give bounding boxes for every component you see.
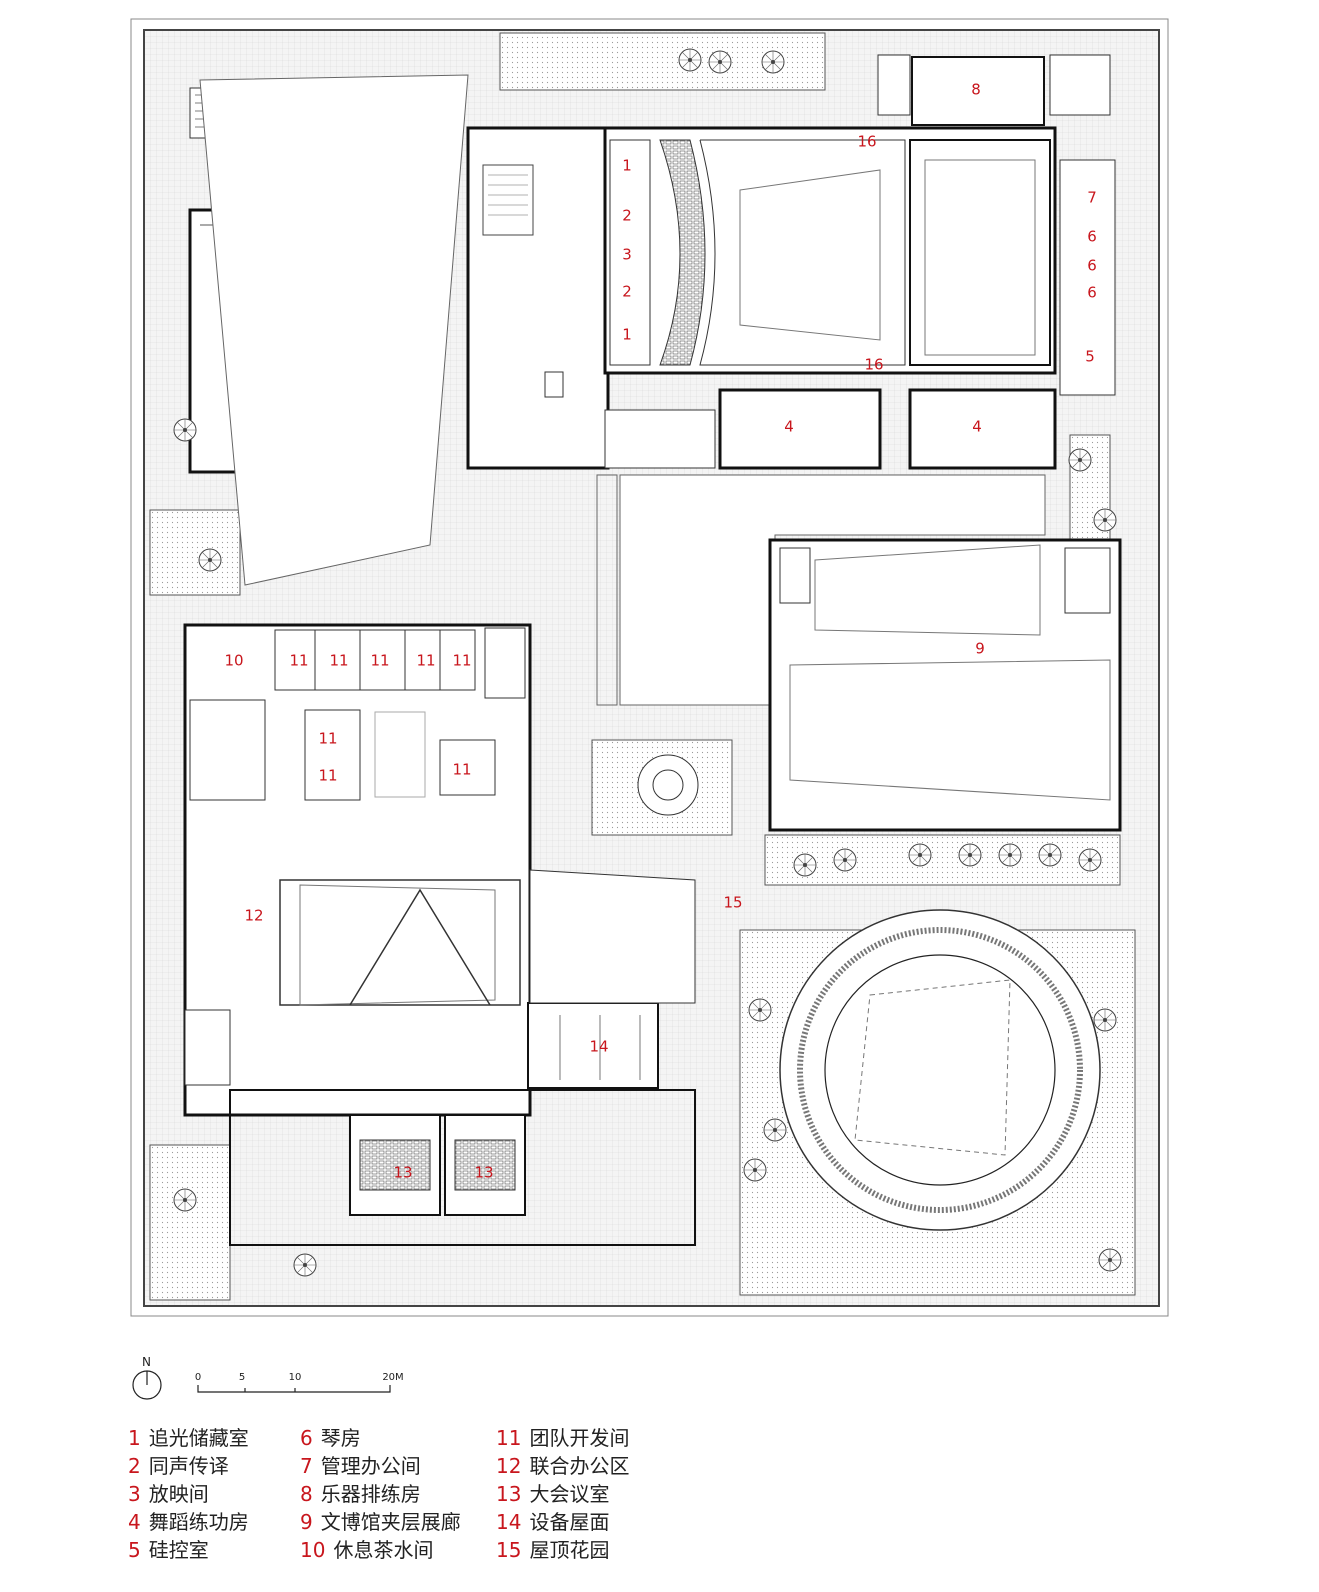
room-label-10: 10 (224, 651, 244, 670)
room-label-4: 4 (784, 417, 794, 436)
gallery-9 (768, 538, 1122, 832)
scale-tick-5: 5 (238, 1372, 246, 1383)
room-label-16: 16 (857, 132, 877, 151)
room-label-11: 11 (318, 766, 338, 785)
north-label: N (142, 1355, 151, 1369)
scale-tick-10: 10 (288, 1372, 302, 1383)
room-label-1: 1 (622, 156, 632, 175)
room-label-6: 6 (1087, 227, 1097, 246)
room-label-15: 15 (723, 893, 743, 912)
scale-bar (197, 1385, 391, 1393)
scale-tick-0: 0 (194, 1372, 202, 1383)
room-label-11: 11 (329, 651, 349, 670)
equipment-roof-14 (527, 1002, 659, 1089)
room-label-3: 3 (622, 245, 632, 264)
room-label-8: 8 (971, 80, 981, 99)
office-block (183, 623, 532, 1117)
planting-bottom-left (149, 1144, 231, 1301)
south-block (229, 1089, 696, 1246)
scale-tick-20m: 20M (382, 1372, 404, 1383)
room-label-7: 7 (1087, 188, 1097, 207)
room-label-11: 11 (370, 651, 390, 670)
room-label-13: 13 (393, 1163, 413, 1182)
dance-room-a (718, 388, 882, 470)
room-label-11: 11 (318, 729, 338, 748)
planting-south-9 (764, 834, 1121, 886)
room-label-2: 2 (622, 282, 632, 301)
auditorium-seating (659, 139, 706, 366)
room-label-6: 6 (1087, 283, 1097, 302)
dance-room-b (908, 388, 1057, 470)
room-label-2: 2 (622, 206, 632, 225)
room-label-6: 6 (1087, 256, 1097, 275)
west-void-outline (199, 74, 469, 586)
room-label-16: 16 (864, 355, 884, 374)
fly-tower (909, 139, 1051, 366)
south-wing (529, 869, 696, 1004)
room-label-1: 1 (622, 325, 632, 344)
room-label-13: 13 (474, 1163, 494, 1182)
room-8-block (911, 56, 1045, 126)
room-label-14: 14 (589, 1037, 609, 1056)
room-label-11: 11 (452, 760, 472, 779)
stage-front (699, 139, 906, 366)
room-label-11: 11 (416, 651, 436, 670)
planting-left (149, 509, 241, 596)
room-label-9: 9 (975, 639, 985, 658)
room-label-4: 4 (972, 417, 982, 436)
atrium-void (279, 879, 521, 1006)
central-void (619, 474, 1046, 706)
room-label-11: 11 (289, 651, 309, 670)
room-label-11: 11 (452, 651, 472, 670)
room-label-5: 5 (1085, 347, 1095, 366)
room-label-12: 12 (244, 906, 264, 925)
